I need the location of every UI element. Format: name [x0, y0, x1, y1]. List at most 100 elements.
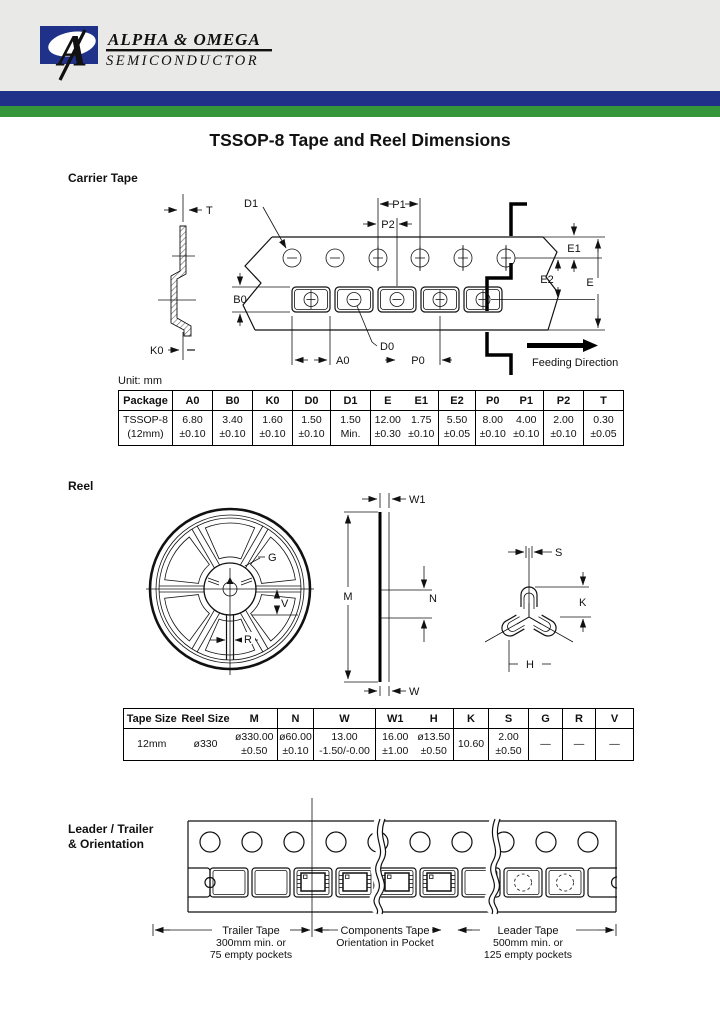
cell-value: 13.00 [331, 730, 358, 743]
cell-value: 6.80 [182, 414, 203, 427]
package-name: TSSOP-8 [123, 414, 168, 427]
col-header: Package [118, 390, 173, 411]
cell-value: 0.30 [593, 414, 614, 427]
header-navy-bar [0, 91, 720, 106]
reel-hub-detail: S K H [484, 546, 591, 672]
dim-label-n: N [429, 593, 437, 605]
dim-label-e: E [586, 277, 593, 289]
tape-pockets [291, 286, 503, 313]
tape-break-marks [369, 817, 502, 916]
brand-subname: SEMICONDUCTOR [106, 53, 259, 69]
cell-value: 1.50 [301, 414, 322, 427]
page-title: TSSOP-8 Tape and Reel Dimensions [209, 130, 511, 150]
cell-value: 1.50 [340, 414, 361, 427]
dim-label-b0: B0 [233, 294, 246, 306]
cell-tol: -1.50/-0.00 [319, 744, 370, 757]
col-header: A0 [172, 390, 213, 411]
dim-label-e2: E2 [540, 274, 553, 286]
col-header: D1 [330, 390, 371, 411]
logo-slash [58, 29, 87, 81]
package-size: (12mm) [127, 428, 164, 440]
trailer-tape-label: Trailer Tape [222, 925, 279, 937]
components-tape-label: Components Tape [340, 925, 429, 937]
cell-tol: ±0.10 [179, 428, 206, 440]
caption-dimension-line [152, 924, 617, 936]
cell-value: ø330 [193, 737, 218, 750]
cell-tol: ±0.10 [408, 428, 435, 440]
orientation-pockets [183, 867, 627, 898]
cell-tol: ±0.10 [298, 428, 325, 440]
cell-tol: ±0.05 [590, 428, 617, 440]
col-header: N [277, 708, 314, 729]
company-logo: A ALPHA & OMEGA SEMICONDUCTOR [40, 26, 272, 81]
cell-tol: ±0.10 [479, 428, 506, 440]
carrier-tape-drawing: T K0 D1 P1 [150, 194, 618, 375]
cell-value: 12.00 [374, 414, 401, 427]
col-header: V [595, 708, 634, 729]
dim-label-p1: P1 [392, 199, 405, 211]
dim-label-d1: D1 [244, 198, 258, 210]
dim-label-s: S [555, 547, 562, 559]
reel-front-view: G V R [146, 507, 314, 675]
components-tape-detail: Orientation in Pocket [336, 937, 434, 949]
trailer-tape-detail-2: 75 empty pockets [210, 949, 292, 961]
cell-value: ø13.50 [417, 730, 451, 743]
col-header: W [313, 708, 376, 729]
cell-tol: ±0.10 [259, 428, 286, 440]
section-leader-trailer-line2: & Orientation [68, 837, 145, 851]
cell-tol: ±0.10 [282, 744, 309, 757]
col-header: K0 [252, 390, 293, 411]
cell-tol: ±0.10 [513, 428, 540, 440]
cell-value: 3.40 [222, 414, 243, 427]
cell-value: 12mm [137, 737, 167, 750]
cell-tol: Min. [340, 428, 361, 440]
cell-value: 2.00 [498, 730, 519, 743]
section-leader-trailer-line1: Leader / Trailer [68, 822, 154, 836]
section-reel: Reel [68, 479, 94, 493]
col-header: E [370, 390, 405, 411]
section-carrier-tape: Carrier Tape [68, 171, 138, 185]
dim-label-d0: D0 [380, 341, 394, 353]
unit-label: Unit: mm [118, 375, 162, 387]
cell-tol: ±0.50 [420, 744, 447, 757]
col-header: E1 [404, 390, 439, 411]
dim-label-g: G [268, 552, 277, 564]
col-header: P0 [475, 390, 510, 411]
col-header: T [583, 390, 624, 411]
dim-label-w: W [409, 686, 420, 698]
dim-label-p2: P2 [381, 219, 394, 231]
table-header-row: Tape Size Reel Size M N W W1 H K S G R V [123, 708, 634, 729]
dim-label-v: V [281, 598, 289, 610]
cell-value: 5.50 [446, 414, 468, 427]
cell-value: 10.60 [457, 737, 485, 750]
trailer-tape-detail-1: 300mm min. or [216, 937, 287, 949]
reel-dimensions-table: Tape Size Reel Size M N W W1 H K S G R V… [123, 708, 634, 761]
col-header: W1 [375, 708, 415, 729]
dim-label-m: M [343, 591, 352, 603]
cell-value: ø330.00 [234, 730, 274, 743]
col-header: B0 [212, 390, 253, 411]
col-header: Tape Size [123, 708, 180, 729]
leader-tape-detail-1: 500mm min. or [493, 937, 564, 949]
sprocket-holes [199, 831, 599, 853]
header-band [0, 0, 720, 91]
col-header: M [231, 708, 278, 729]
dim-label-r: R [244, 634, 252, 646]
col-header: P2 [543, 390, 584, 411]
table-header-row: Package A0 B0 K0 D0 D1 E E1 E2 P0 P1 P2 … [118, 390, 624, 411]
header-green-bar [0, 106, 720, 117]
table-row: 12mm ø330 ø330.00±0.50 ø60.00±0.10 13.00… [123, 728, 634, 761]
reel-side-view: W1 M N W [343, 493, 437, 698]
hub-key-slots [207, 577, 253, 586]
cell-tol: ±0.30 [374, 428, 401, 440]
dim-label-t: T [206, 205, 213, 217]
brand-name: ALPHA & OMEGA [107, 30, 261, 49]
dim-label-k0: K0 [150, 345, 163, 357]
col-header: G [528, 708, 563, 729]
cell-tol: ±0.10 [219, 428, 246, 440]
col-header: Reel Size [179, 708, 232, 729]
cell-value: 1.75 [411, 414, 432, 427]
dim-label-a0: A0 [336, 355, 349, 367]
cell-value: — [573, 737, 585, 750]
